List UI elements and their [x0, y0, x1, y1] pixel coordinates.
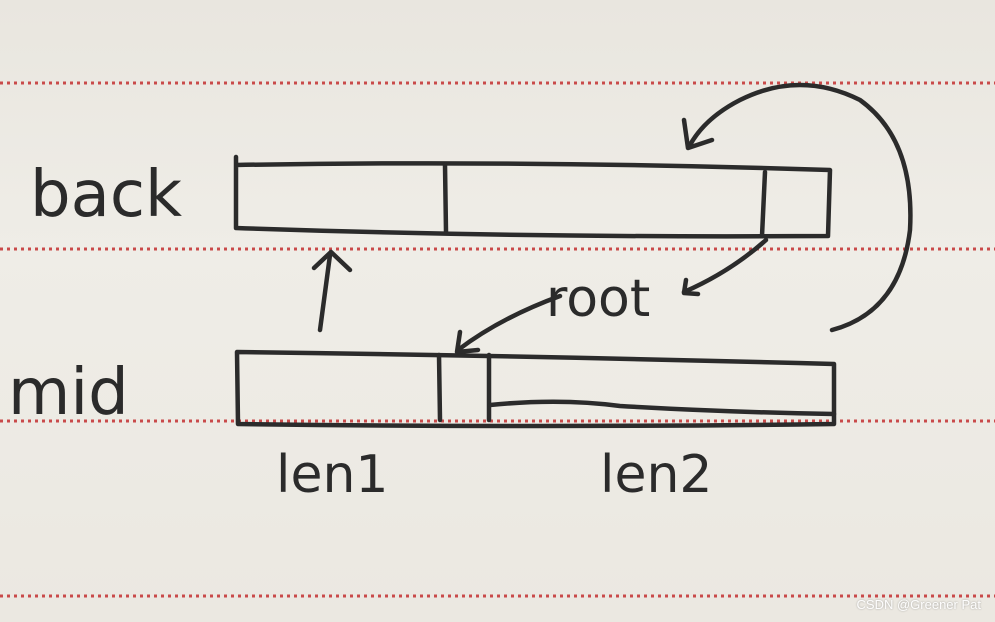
label-len2: len2	[600, 445, 712, 505]
watermark: CSDN @Greener Pat	[856, 597, 981, 612]
root-arrow-to-back-head	[681, 277, 701, 297]
up-arrow-shaft	[317, 252, 333, 333]
curved-arrow-head	[681, 117, 715, 151]
label-back: back	[30, 158, 182, 232]
up-arrow-head	[311, 249, 353, 273]
label-root: root	[546, 269, 650, 329]
mid-divider-left	[436, 352, 443, 423]
root-arrow-to-back	[681, 237, 769, 295]
mid-array-box	[234, 349, 837, 429]
root-arrow-to-mid	[455, 293, 563, 353]
back-array-box	[233, 154, 833, 239]
label-len1: len1	[276, 445, 388, 505]
mid-divider-curve	[487, 399, 837, 417]
label-mid: mid	[8, 356, 129, 430]
curved-arrow	[687, 82, 913, 333]
back-divider-left	[442, 162, 449, 235]
back-divider-root	[759, 169, 768, 239]
ruled-lines	[0, 81, 995, 598]
root-arrow-to-mid-head	[454, 329, 481, 355]
